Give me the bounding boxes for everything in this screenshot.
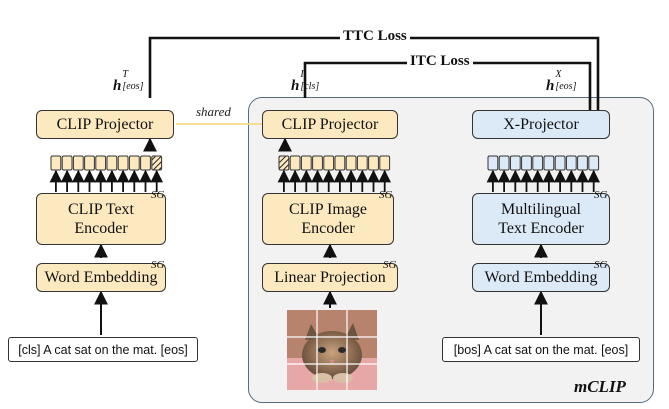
left-token-1	[50, 155, 62, 171]
right-multilingual-text-encoder: Multilingual Text Encoder	[472, 193, 610, 245]
left-token-7	[117, 155, 129, 171]
right-encoder-sg-marker: SG	[594, 189, 608, 201]
middle-embedding-sg-marker: SG	[383, 259, 397, 271]
middle-token-8	[356, 155, 368, 171]
middle-token-5	[323, 155, 335, 171]
right-encoder-line2: Text Encoder	[498, 220, 584, 237]
left-word-embedding: Word Embedding	[36, 263, 166, 292]
middle-clip-image-encoder: CLIP Image Encoder	[262, 193, 394, 245]
middle-token-4	[312, 155, 323, 171]
left-token-8	[128, 155, 140, 171]
left-token-4	[84, 155, 95, 171]
right-token-4	[521, 155, 532, 171]
right-token-2	[498, 155, 510, 171]
right-token-10	[588, 155, 600, 171]
left-token-2	[61, 155, 73, 171]
mclip-panel-label: mCLIP	[574, 377, 626, 396]
right-token-3	[509, 155, 521, 171]
right-embedding-sg-marker: SG	[594, 259, 608, 271]
middle-token-3	[300, 155, 312, 171]
left-encoder-line1: CLIP Text	[68, 201, 134, 218]
left-token-9	[140, 155, 151, 171]
left-clip-projector: CLIP Projector	[36, 110, 174, 139]
right-x-projector: X-Projector	[472, 110, 610, 139]
shared-label: shared	[196, 104, 231, 119]
middle-token-6	[334, 155, 346, 171]
left-encoder-line2: Encoder	[74, 220, 128, 237]
middle-token-9	[368, 155, 379, 171]
token-rows	[49, 155, 601, 192]
cat-image-patches	[287, 310, 377, 390]
middle-token-7	[345, 155, 357, 171]
middle-encoder-line2: Encoder	[301, 220, 355, 237]
left-text-input: [cls] A cat sat on the mat. [eos]	[8, 337, 198, 362]
left-token-3	[72, 155, 84, 171]
left-clip-text-encoder: CLIP Text Encoder	[36, 193, 166, 245]
left-embedding-sg-marker: SG	[151, 259, 165, 271]
right-text-input: [bos] A cat sat on the mat. [eos]	[442, 337, 640, 362]
itc-loss-label: ITC Loss	[407, 53, 473, 70]
ttc-loss-connector	[148, 36, 600, 110]
right-token-8	[565, 155, 577, 171]
left-token-6	[106, 155, 118, 171]
right-token-7	[554, 155, 566, 171]
right-token-5	[532, 155, 544, 171]
middle-linear-projection: Linear Projection	[262, 263, 398, 292]
middle-token-2	[289, 155, 301, 171]
middle-token-10	[379, 155, 391, 171]
right-encoder-line1: Multilingual	[501, 201, 581, 218]
right-word-embedding: Word Embedding	[472, 263, 610, 292]
right-token-1	[487, 155, 499, 171]
middle-token-1	[278, 155, 290, 171]
right-token-9	[577, 155, 588, 171]
middle-encoder-line1: CLIP Image	[288, 201, 368, 218]
ttc-loss-label: TTC Loss	[340, 28, 410, 45]
left-token-10	[151, 155, 163, 171]
middle-clip-projector: CLIP Projector	[262, 110, 398, 139]
right-token-6	[543, 155, 555, 171]
middle-encoder-sg-marker: SG	[379, 189, 393, 201]
left-token-5	[95, 155, 107, 171]
left-encoder-sg-marker: SG	[151, 189, 165, 201]
